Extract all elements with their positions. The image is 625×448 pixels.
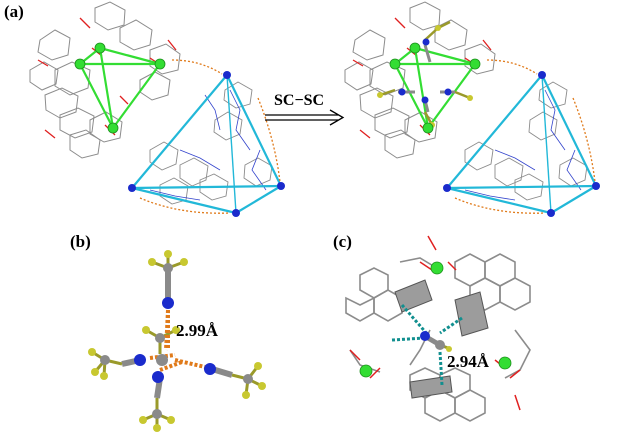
panel-label-c: (c) bbox=[333, 232, 352, 251]
sc-sc-arrow-label: SC−SC bbox=[274, 92, 325, 109]
right-blue-nodes bbox=[443, 71, 600, 217]
left-blue-nodes bbox=[128, 71, 285, 217]
left-cage-red-bonds bbox=[37, 17, 177, 139]
right-green-nodes bbox=[389, 42, 481, 134]
right-cyan-tetrahedron bbox=[446, 74, 597, 215]
panel-c-teal-dashes bbox=[391, 304, 463, 386]
panel-b-molecules bbox=[88, 250, 266, 432]
left-cyan-tetrahedron bbox=[131, 74, 282, 215]
left-blue-cage-framework bbox=[149, 81, 273, 205]
panel-c-green-nodes bbox=[359, 261, 512, 378]
left-green-tetrahedron bbox=[79, 46, 161, 129]
left-blue-ligand-lines bbox=[149, 89, 267, 201]
distance-label-b: 2.99Å bbox=[176, 321, 219, 340]
right-blue-cage-framework bbox=[464, 81, 588, 201]
right-blue-ligand-lines bbox=[464, 89, 582, 201]
distance-label-c: 2.94Å bbox=[447, 352, 490, 371]
right-green-tetrahedron bbox=[394, 46, 476, 129]
panel-label-a: (a) bbox=[4, 2, 24, 21]
panel-label-b: (b) bbox=[70, 232, 91, 251]
right-cage-framework bbox=[344, 1, 496, 159]
panel-c-guest bbox=[420, 331, 452, 352]
right-orange-dashes bbox=[454, 59, 596, 214]
left-green-nodes bbox=[74, 42, 166, 134]
right-cage-red-bonds bbox=[352, 17, 492, 139]
left-orange-dashes bbox=[139, 59, 281, 214]
sc-sc-double-arrow bbox=[265, 109, 345, 126]
panel-c-framework bbox=[345, 253, 531, 422]
panel-c-phenyl-rings bbox=[394, 279, 489, 399]
